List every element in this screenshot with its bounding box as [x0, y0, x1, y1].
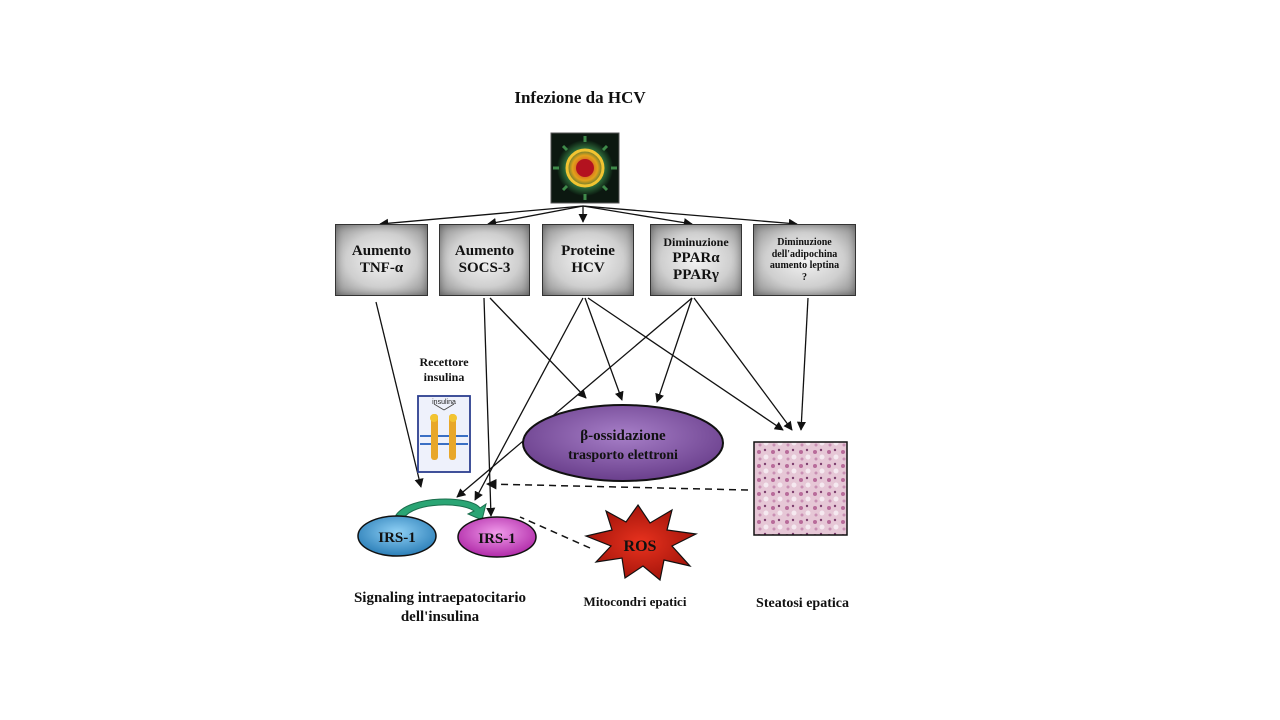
diagram-title: Infezione da HCV: [514, 88, 646, 107]
box-ppar-line1: Diminuzione: [663, 234, 729, 249]
box-adipo-line3: aumento leptina: [769, 260, 840, 271]
receptor-label-line2: insulina: [423, 370, 465, 384]
box-socs-line1: Aumento: [454, 242, 515, 259]
box-aumento-tnf: Aumento TNF-α: [335, 224, 428, 296]
steatosis-tissue-image: [753, 441, 848, 536]
insulin-receptor-image: [417, 395, 471, 473]
signaling-label-line1: Signaling intraepatocitario: [353, 590, 527, 606]
box-socs-line2: SOCS-3: [458, 260, 511, 276]
irs1-left-label: IRS-1: [378, 530, 416, 546]
box-diminuzione-ppar: Diminuzione PPARα PPARγ: [650, 224, 742, 296]
box-proteine-line1: Proteine: [561, 242, 615, 259]
signaling-label-line2: dell'insulina: [400, 608, 480, 625]
mitocondri-label: Mitocondri epatici: [583, 594, 687, 609]
irs1-left-ellipse: [357, 515, 437, 557]
receptor-label-line1: Recettore: [419, 355, 469, 369]
signaling-label: Signaling intraepatocitario dell'insulin…: [340, 589, 540, 627]
box-diminuzione-adipochina: Diminuzione dell'adipochina aumento lept…: [753, 224, 856, 296]
beta-oxidation-line2: trasporto elettroni: [568, 448, 678, 463]
virus-to-box-arrows: [379, 205, 798, 228]
receptor-label: Recettore insulina: [402, 355, 486, 385]
virus-image: [550, 132, 620, 204]
box-tnf-line2: TNF-α: [359, 260, 404, 276]
box-adipo-line1: Diminuzione: [777, 237, 832, 248]
ros-label: ROS: [624, 538, 657, 555]
box-proteine-line2: HCV: [571, 260, 605, 276]
box-proteine-hcv: Proteine HCV: [542, 224, 634, 296]
box-adipo-line4: ?: [802, 271, 807, 283]
box-ppar-line2: PPARα: [672, 249, 720, 266]
steatosi-label: Steatosi epatica: [756, 596, 849, 611]
irs1-right-label: IRS-1: [478, 531, 516, 547]
beta-oxidation-line1: β-ossidazione: [580, 428, 666, 444]
ros-burst: [583, 503, 699, 582]
beta-oxidation-ellipse: [522, 404, 724, 482]
mechanism-arrows: [375, 297, 809, 517]
dashed-arrows: [485, 478, 749, 549]
box-adipo-line2: dell'adipochina: [771, 248, 838, 260]
irs1-right-ellipse: [457, 516, 537, 558]
box-aumento-socs3: Aumento SOCS-3: [439, 224, 530, 296]
box-tnf-line1: Aumento: [351, 242, 412, 259]
receptor-inner-label: insulina: [432, 399, 456, 406]
box-ppar-line3: PPARγ: [673, 266, 719, 283]
